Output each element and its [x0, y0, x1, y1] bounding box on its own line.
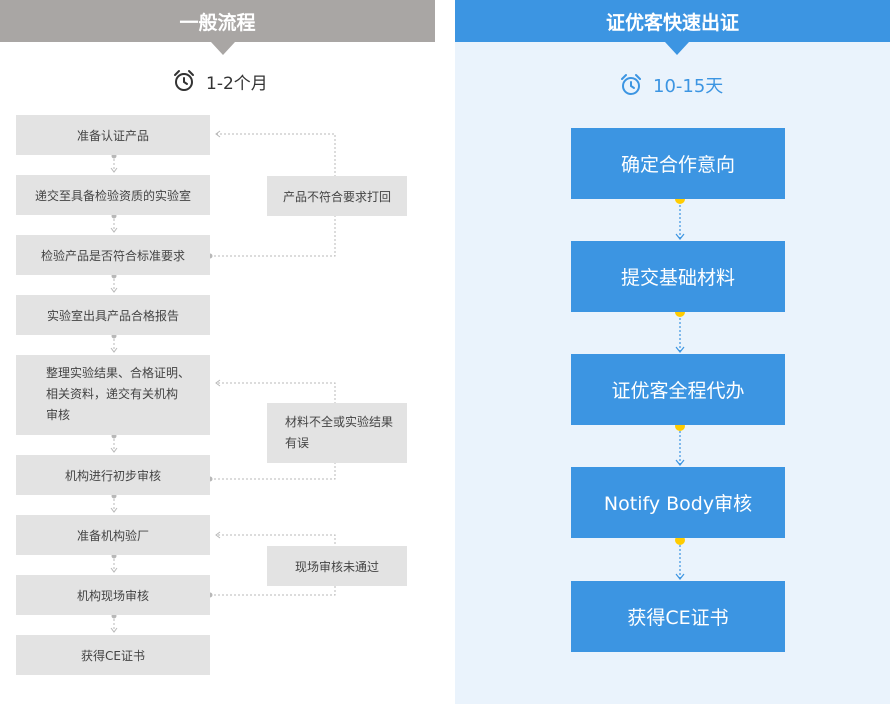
- right-step-5: 获得CE证书: [571, 581, 785, 652]
- left-step-6: 机构进行初步审核: [16, 455, 210, 495]
- left-step-5-line-1: 整理实验结果、合格证明、: [46, 366, 191, 380]
- right-step-2: 提交基础材料: [571, 241, 785, 312]
- alarm-clock-icon: [174, 70, 194, 91]
- left-header-pointer: [211, 42, 235, 55]
- right-header-pointer: [665, 42, 689, 55]
- left-panel-title: 一般流程: [0, 0, 435, 42]
- feedback-incomplete-materials-line-2: 有误: [285, 436, 310, 450]
- feedback-incomplete-materials: 材料不全或实验结果 有误: [267, 403, 407, 463]
- right-duration: 10-15天: [619, 72, 723, 98]
- alarm-clock-icon: [621, 74, 641, 95]
- left-step-5-line-2: 相关资料，递交有关机构: [46, 387, 179, 401]
- left-step-3: 检验产品是否符合标准要求: [16, 235, 210, 275]
- left-step-4: 实验室出具产品合格报告: [16, 295, 210, 335]
- left-duration: 1-2个月: [172, 68, 268, 94]
- feedback-incomplete-materials-line-1: 材料不全或实验结果: [285, 415, 394, 429]
- left-step-5: 整理实验结果、合格证明、 相关资料，递交有关机构 审核: [16, 355, 210, 435]
- left-step-8: 机构现场审核: [16, 575, 210, 615]
- right-step-1: 确定合作意向: [571, 128, 785, 199]
- right-step-3: 证优客全程代办: [571, 354, 785, 425]
- feedback-audit-failed: 现场审核未通过: [267, 546, 407, 586]
- left-step-9: 获得CE证书: [16, 635, 210, 675]
- left-step-7: 准备机构验厂: [16, 515, 210, 555]
- left-step-1: 准备认证产品: [16, 115, 210, 155]
- right-duration-text: 10-15天: [653, 76, 724, 97]
- left-step-5-line-3: 审核: [46, 408, 71, 422]
- feedback-product-rejected: 产品不符合要求打回: [267, 176, 407, 216]
- left-step-2: 递交至具备检验资质的实验室: [16, 175, 210, 215]
- right-panel-title: 证优客快速出证: [455, 0, 890, 42]
- right-step-4: Notify Body审核: [571, 467, 785, 538]
- left-duration-text: 1-2个月: [206, 73, 268, 94]
